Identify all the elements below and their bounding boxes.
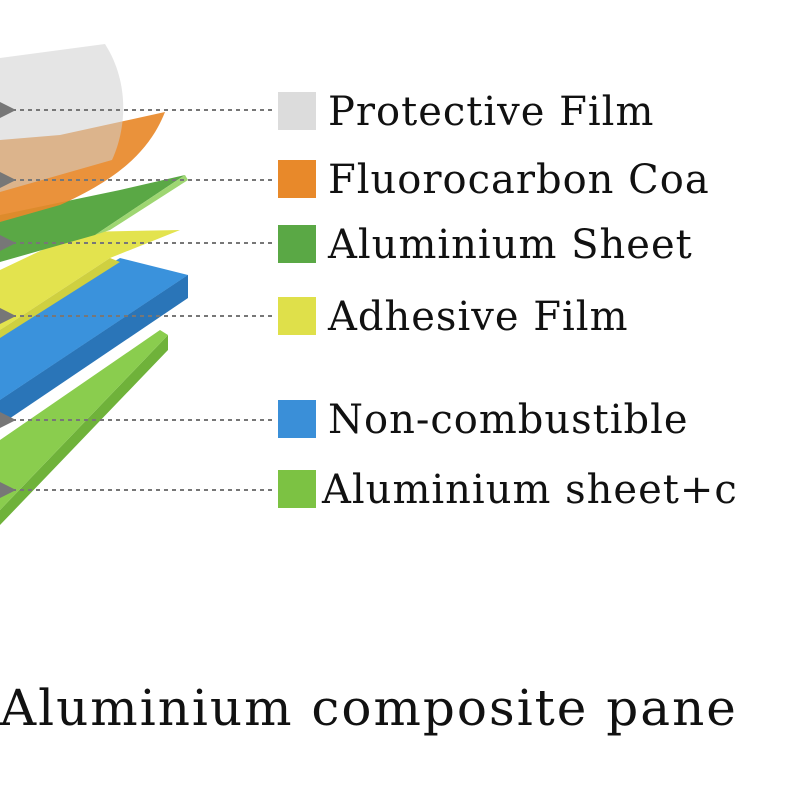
legend-label: Aluminium Sheet [328,222,693,268]
legend-swatch [278,297,316,335]
legend-label: Protective Film [328,89,655,135]
legend-label: Non-combustible [328,397,689,443]
legend-swatch [278,160,316,198]
legend-swatch [278,225,316,263]
legend-swatch [278,400,316,438]
legend-label: Fluorocarbon Coa [328,157,710,203]
legend-label: Aluminium sheet+c [322,467,738,513]
adhesive-film-layer [0,230,180,338]
arrows [0,100,272,500]
legend-swatch [278,92,316,130]
legend-label: Adhesive Film [328,294,629,340]
protective-film-layer [0,44,124,192]
core-layer [0,258,188,425]
aluminium-sheet-layer [0,175,188,262]
legend-swatch [278,470,316,508]
diagram-caption: Aluminium composite pane [0,679,738,737]
